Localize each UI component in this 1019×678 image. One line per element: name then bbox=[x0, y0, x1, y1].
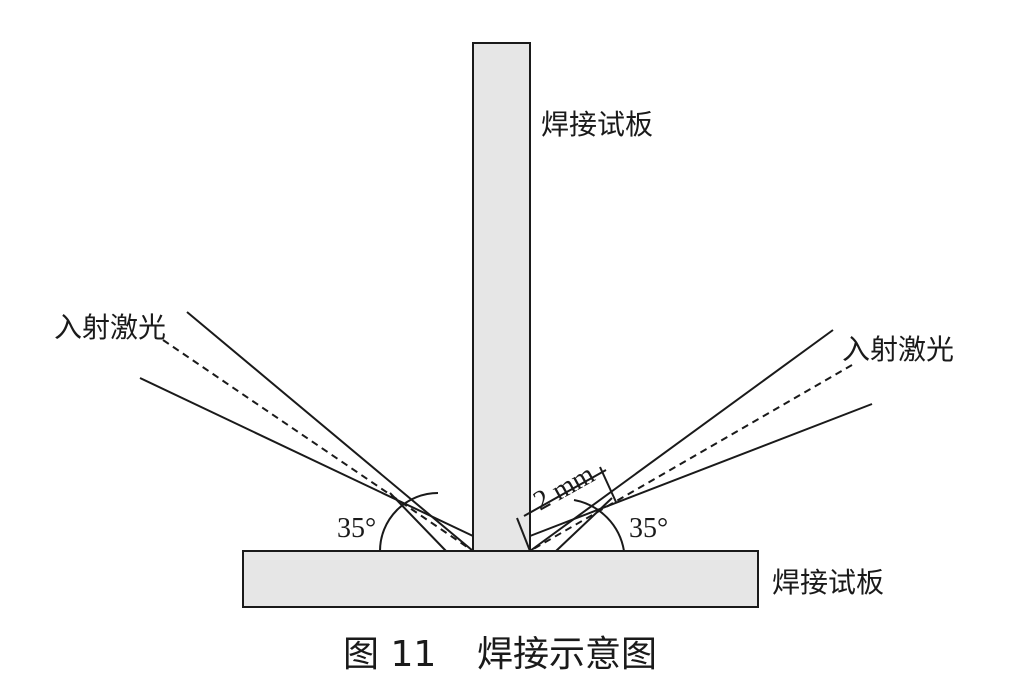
offset-dimension-line bbox=[523, 469, 607, 517]
vertical-plate bbox=[472, 42, 531, 552]
right-beam-centerline bbox=[529, 364, 853, 552]
vertical-plate-label: 焊接试板 bbox=[541, 108, 653, 141]
figure-number: 图 11 bbox=[343, 634, 436, 675]
right-beam-lower-edge bbox=[529, 403, 873, 537]
right-laser-beam bbox=[529, 329, 873, 552]
horizontal-plate-label: 焊接试板 bbox=[772, 566, 884, 599]
right-beam-focus-ray bbox=[555, 497, 613, 552]
left-laser-label: 入射激光 bbox=[54, 311, 166, 344]
left-beam-lower-edge bbox=[139, 377, 474, 537]
left-beam-centerline bbox=[162, 339, 474, 552]
left-beam-upper-edge bbox=[186, 311, 474, 552]
left-angle-label: 35° bbox=[337, 513, 376, 544]
left-beam-focus-ray bbox=[389, 492, 447, 552]
right-angle-label: 35° bbox=[629, 513, 668, 544]
right-laser-label: 入射激光 bbox=[842, 333, 954, 366]
offset-dimension bbox=[516, 466, 617, 552]
figure-title: 焊接示意图 bbox=[477, 634, 657, 675]
offset-extension-line-inner bbox=[516, 517, 531, 552]
right-angle-arc bbox=[573, 499, 625, 552]
right-beam-upper-edge bbox=[529, 329, 834, 552]
left-laser-beam bbox=[139, 311, 474, 552]
left-angle-arc bbox=[379, 492, 439, 552]
horizontal-plate bbox=[242, 550, 759, 608]
